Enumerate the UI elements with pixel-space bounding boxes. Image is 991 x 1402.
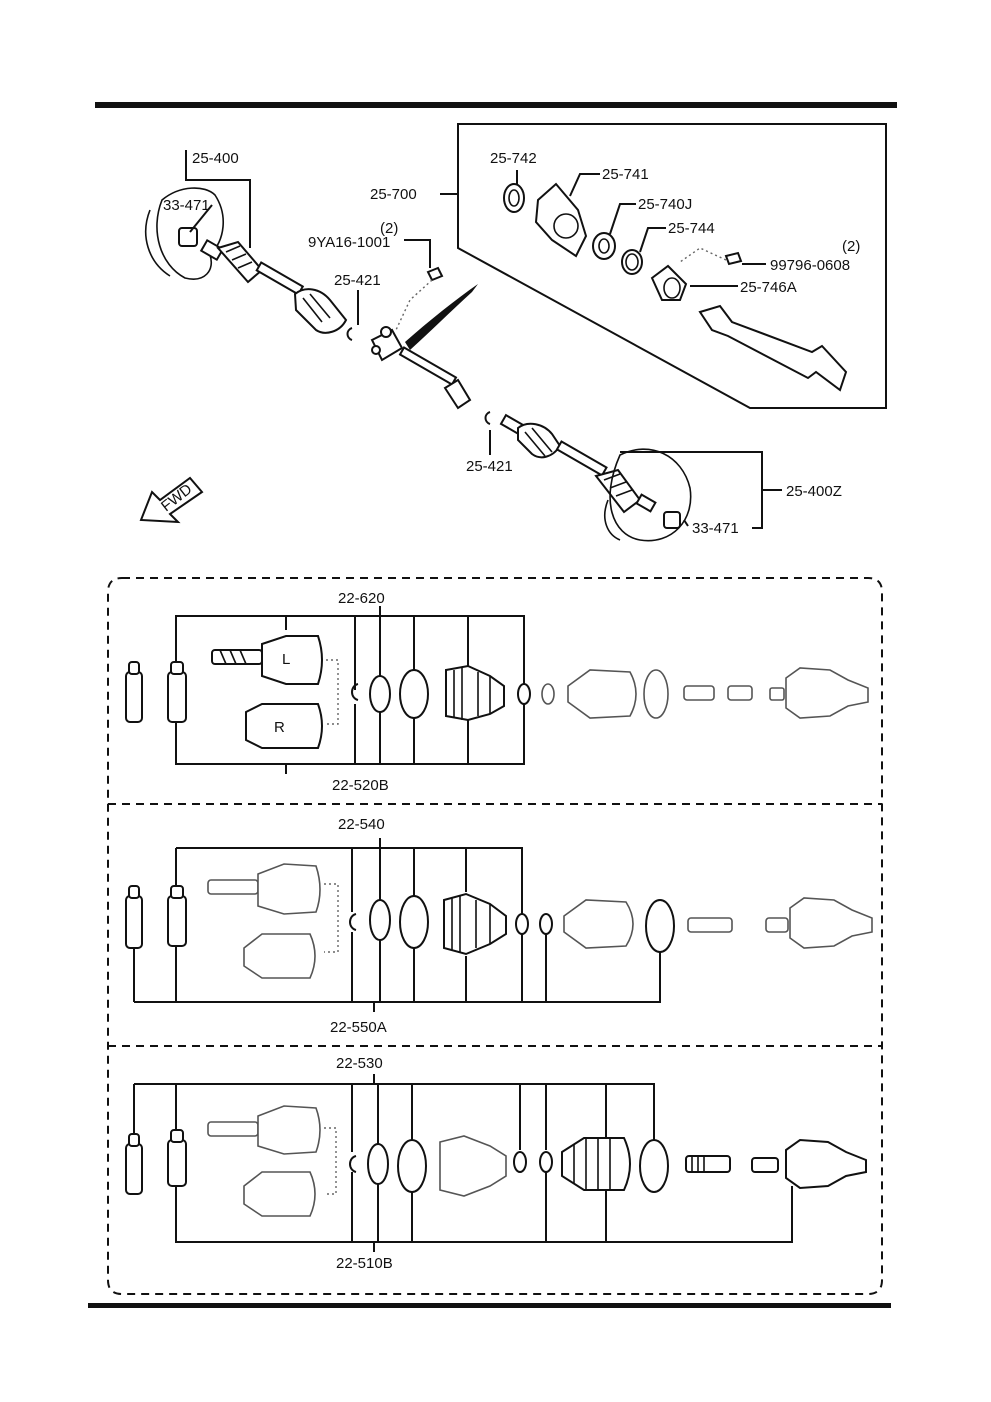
rotation-wedge xyxy=(405,284,478,350)
label-dust-cover: 25-746A xyxy=(740,279,797,296)
label-nut-left: 33-471 xyxy=(163,197,210,214)
kits-dashed-frame xyxy=(107,577,883,1295)
label-bolt: 9YA16-1001 xyxy=(308,234,390,251)
lower-clip xyxy=(484,411,491,425)
left-drive-shaft xyxy=(199,238,348,334)
bolt2-part xyxy=(724,251,743,266)
right-hub-nut xyxy=(663,511,681,529)
grease-tube xyxy=(167,671,187,723)
grease-tube xyxy=(125,895,143,949)
label-dust-seal: 25-742 xyxy=(490,150,537,167)
label-nut-right: 33-471 xyxy=(692,520,739,537)
grease-tube xyxy=(167,895,187,947)
label-kit3-top: 22-530 xyxy=(336,1055,383,1072)
left-hub-nut xyxy=(178,227,198,247)
label-shaft-right: 25-400Z xyxy=(786,483,842,500)
upper-assembly: FWD xyxy=(139,123,887,542)
right-drive-shaft xyxy=(499,413,657,514)
intermediate-shaft xyxy=(370,326,472,410)
kit-2: 22-540 22-550A xyxy=(125,816,873,1036)
joint-mark-r: R xyxy=(274,719,285,736)
label-bearing: 25-740J xyxy=(638,196,692,213)
label-clip-lower: 25-421 xyxy=(466,458,513,475)
grease-tube xyxy=(125,671,143,723)
dust-seal-part xyxy=(503,183,525,213)
grease-tube xyxy=(125,1143,143,1195)
boot xyxy=(561,1137,631,1191)
boot xyxy=(443,892,507,956)
label-shaft-left: 25-400 xyxy=(192,150,239,167)
label-snap-ring: 25-744 xyxy=(668,220,715,237)
label-kit1-bottom: 22-520B xyxy=(332,777,389,794)
support-bolt xyxy=(426,266,444,282)
kit-3: 22-530 22-510B xyxy=(125,1055,867,1272)
inset-parts xyxy=(503,182,848,392)
fwd-arrow: FWD xyxy=(139,476,204,524)
bearing-part xyxy=(592,232,616,260)
inset-shaft xyxy=(698,304,848,392)
bottom-rule xyxy=(88,1303,891,1308)
label-bolt2: 99796-0608 xyxy=(770,257,850,274)
label-clip-upper: 25-421 xyxy=(334,272,381,289)
label-kit2-bottom: 22-550A xyxy=(330,1019,387,1036)
cv-joint-right xyxy=(245,703,323,749)
label-bolt-qty: (2) xyxy=(380,220,398,237)
kit-1: L R 22-620 22-520B xyxy=(125,590,869,794)
cv-joint-left xyxy=(261,635,323,685)
top-rule xyxy=(95,102,897,108)
joint-mark-l: L xyxy=(282,651,290,668)
grease-tube xyxy=(167,1139,187,1187)
bracket-part xyxy=(534,182,588,258)
snap-ring-part xyxy=(621,249,643,275)
label-kit2-top: 22-540 xyxy=(338,816,385,833)
label-bolt2-qty: (2) xyxy=(842,238,860,255)
dust-cover-part xyxy=(650,264,688,301)
upper-clip xyxy=(346,327,353,341)
label-bracket: 25-741 xyxy=(602,166,649,183)
label-kit3-bottom: 22-510B xyxy=(336,1255,393,1272)
label-bearing-support: 25-700 xyxy=(370,186,417,203)
label-kit1-top: 22-620 xyxy=(338,590,385,607)
bearing-support-inset xyxy=(457,123,887,409)
